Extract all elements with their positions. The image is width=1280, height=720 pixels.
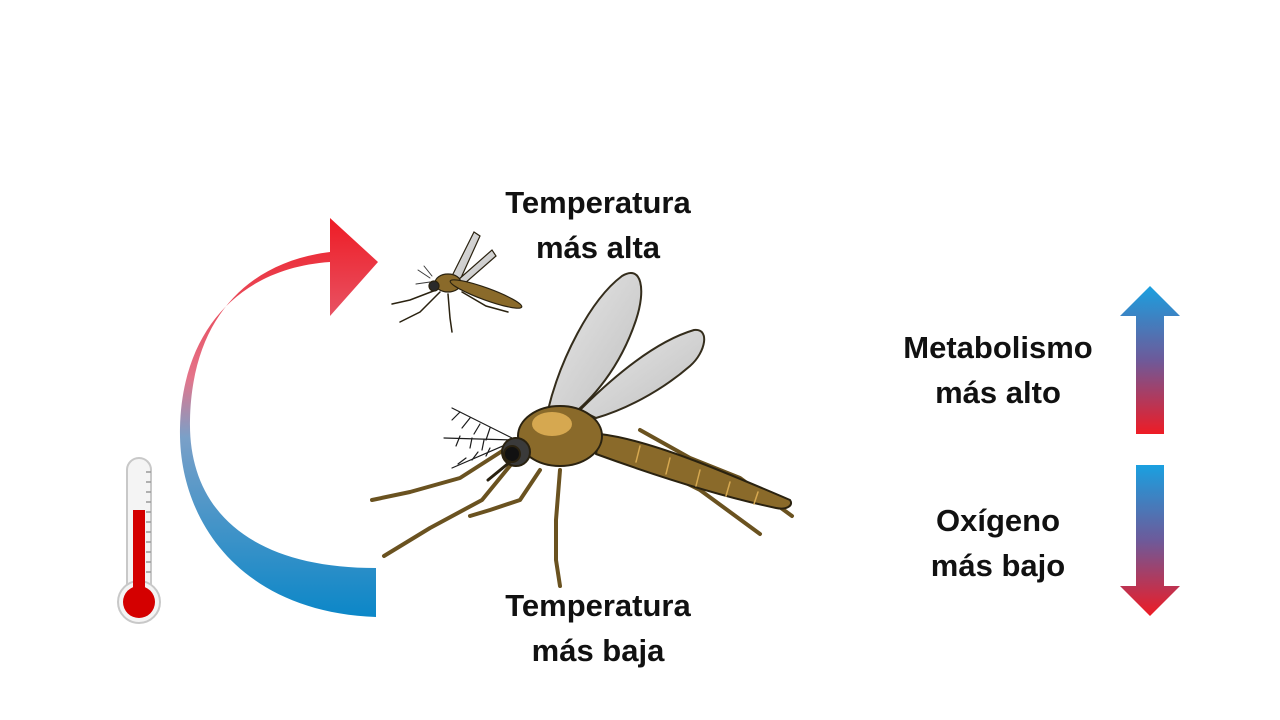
mosquito-large — [370, 272, 794, 588]
label-lower-oxygen-line1: Oxígeno — [935, 503, 1060, 538]
curved-arrow-icon — [179, 218, 378, 617]
label-lower-temperature: Temperatura más baja — [478, 583, 718, 673]
label-lower-temperature-line2: más baja — [531, 633, 665, 668]
up-arrow-icon — [1120, 286, 1180, 434]
mosquito-small — [391, 231, 523, 333]
label-higher-temperature-line1: Temperatura — [505, 185, 691, 220]
down-arrow-icon — [1120, 465, 1180, 616]
label-higher-metabolism: Metabolismo más alto — [878, 325, 1118, 415]
label-higher-temperature-line2: más alta — [535, 230, 661, 265]
label-lower-oxygen: Oxígeno más bajo — [878, 498, 1118, 588]
label-lower-oxygen-line2: más bajo — [930, 548, 1066, 583]
label-lower-temperature-line1: Temperatura — [505, 588, 691, 623]
label-higher-temperature: Temperatura más alta — [478, 180, 718, 270]
label-higher-metabolism-line2: más alto — [935, 375, 1061, 410]
thermometer-icon — [117, 457, 161, 624]
label-higher-metabolism-line1: Metabolismo — [903, 330, 1093, 365]
